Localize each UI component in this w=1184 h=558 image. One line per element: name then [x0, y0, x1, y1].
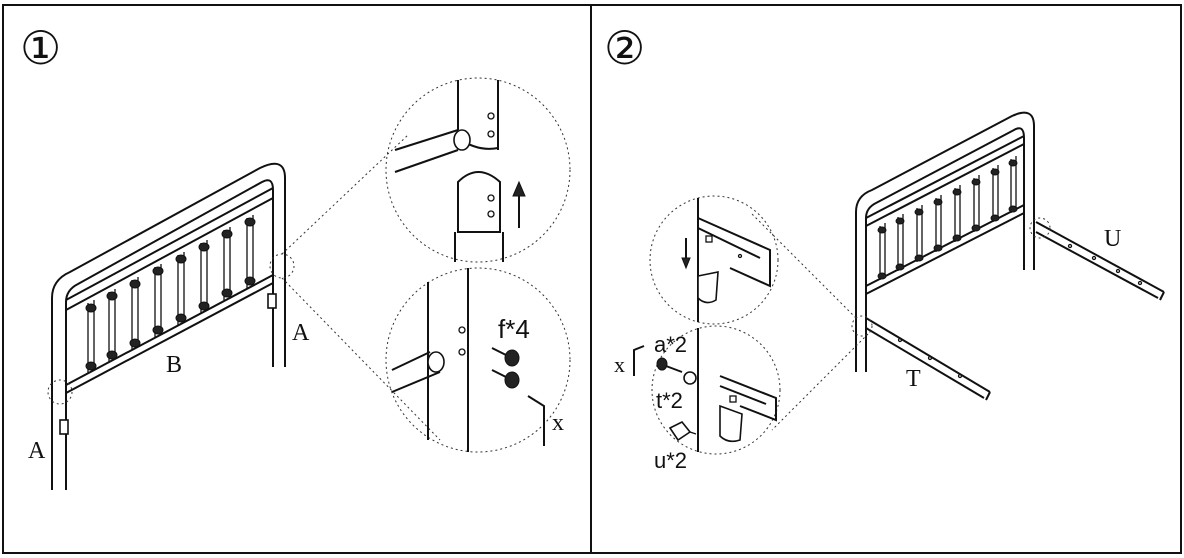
- side-rail-t: [865, 317, 991, 401]
- panel-step-2-border: [590, 4, 1182, 554]
- detail-marker-u: [1029, 217, 1051, 239]
- zoom-detail-insert-post: [385, 77, 571, 263]
- allen-key-icon: [527, 395, 545, 446]
- zoom-leader-3: [751, 213, 857, 319]
- label-post-a-right: A: [292, 320, 310, 346]
- panel-step-1-border: [2, 4, 592, 554]
- detail-marker-t: [851, 315, 873, 337]
- bolt-f-icon: [491, 347, 520, 389]
- step-2-panel: ②: [604, 23, 1165, 473]
- step-1-number: ①: [20, 23, 61, 74]
- zoom-leader-1: [281, 134, 409, 255]
- label-rail-t: T: [906, 366, 921, 392]
- label-fastener-f: f*4: [498, 314, 530, 344]
- label-washer-t: t*2: [656, 388, 683, 413]
- side-rail-u: [1035, 221, 1165, 301]
- headboard-b-spindle-knobs: [85, 217, 256, 371]
- zoom-detail-hook: [649, 195, 779, 325]
- step-1-panel: ①: [20, 23, 571, 490]
- nut-u-icon: [668, 420, 697, 442]
- zoom-detail-bolt: [633, 325, 781, 455]
- allen-key-icon-step2: [633, 345, 645, 376]
- label-headboard-b: B: [166, 352, 182, 378]
- headboard-b-spindles: [87, 215, 254, 373]
- headboard-b: [51, 162, 286, 490]
- label-nut-u: u*2: [654, 448, 687, 473]
- label-rail-u: U: [1104, 226, 1121, 252]
- label-post-a-left: A: [28, 438, 46, 464]
- step-2-number: ②: [604, 23, 645, 74]
- label-tool-x-step2: x: [614, 352, 625, 377]
- zoom-leader-4: [771, 333, 869, 431]
- label-bolt-a: a*2: [654, 332, 687, 357]
- headboard-spindle-knobs: [877, 159, 1018, 280]
- bolt-a-icon: [656, 357, 683, 373]
- washer-t-icon: [683, 371, 697, 385]
- zoom-detail-fasten: [385, 267, 571, 453]
- detail-marker-left: [47, 379, 73, 405]
- headboard: [855, 111, 1035, 372]
- label-tool-x-step1: x: [552, 410, 564, 436]
